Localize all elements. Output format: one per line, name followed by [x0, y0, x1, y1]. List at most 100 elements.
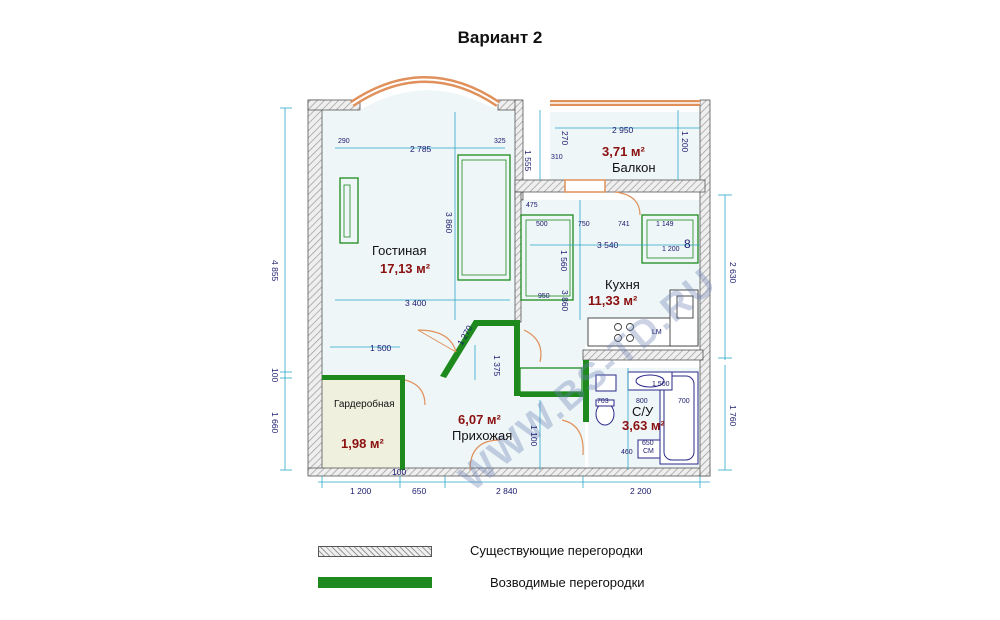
- dim-1149: 1 149: [656, 221, 674, 228]
- door-balcony: [614, 191, 641, 216]
- dim-balcony-width: 2 950: [612, 125, 634, 135]
- dim-bath-703: 703: [597, 398, 609, 405]
- wall-kitchen-left: [514, 191, 522, 323]
- dim-bath-650: 650: [642, 440, 654, 447]
- existing-walls: [307, 99, 711, 477]
- kitchen-counter: [587, 289, 699, 347]
- dim-290: 290: [338, 138, 350, 145]
- hall-floor: [405, 325, 585, 470]
- newwall-wardrobe-top: [322, 375, 405, 380]
- newwall-bath-left: [583, 360, 589, 422]
- dimension-lines: [280, 107, 732, 488]
- dim-750: 750: [578, 221, 590, 228]
- living-floor: [322, 90, 515, 376]
- balcony-name: Балкон: [612, 160, 656, 175]
- dim-bath-1500: 1 500: [652, 381, 670, 388]
- dim-right-2630: 2 630: [728, 262, 738, 284]
- plan-title: Вариант 2: [457, 28, 543, 47]
- sofa-living: [457, 154, 511, 281]
- dim-bottom-1200: 1 200: [350, 486, 372, 496]
- legend-existing-swatch: [318, 546, 432, 557]
- wall-right: [699, 99, 711, 477]
- balcony-window: [550, 100, 700, 193]
- wardrobe-area: 1,98 м²: [341, 436, 385, 451]
- label-cm: CM: [643, 448, 654, 455]
- dim-bath-460: 460: [621, 449, 633, 456]
- newwall-hall-diagonal: [440, 320, 520, 378]
- bath-area: 3,63 м²: [622, 418, 666, 433]
- dim-3540: 3 540: [597, 240, 619, 250]
- wall-bath-top: [582, 349, 704, 361]
- room-labels: Гостиная 17,13 м² Кухня 11,33 м² 3,71 м²…: [334, 144, 666, 451]
- dim-741: 741: [618, 221, 630, 228]
- dim-bottom-2840: 2 840: [496, 486, 518, 496]
- dim-bottom-650: 650: [412, 486, 426, 496]
- tv-unit: [339, 177, 359, 244]
- dim-950: 950: [538, 293, 550, 300]
- living-area: 17,13 м²: [380, 261, 431, 276]
- door-bath: [561, 419, 584, 456]
- legend-existing-label: Существующие перегородки: [470, 543, 643, 558]
- balcony-area: 3,71 м²: [602, 144, 646, 159]
- door-wardrobe: [404, 379, 426, 406]
- dim-living-height: 3 860: [444, 212, 454, 234]
- wall-top-left: [307, 99, 361, 111]
- dim-left-100: 100: [270, 368, 280, 382]
- dim-left-total: 4 855: [270, 260, 280, 282]
- bath-fixtures: [595, 371, 699, 465]
- kitchen-sofa: [520, 214, 574, 301]
- dim-living-top: 2 785: [410, 144, 432, 154]
- hall-name: Прихожая: [452, 428, 512, 443]
- balcony-floor: [550, 112, 700, 180]
- newwall-hall-right: [514, 326, 520, 396]
- dimension-labels: 2 785 3 400 1 500 290 325 3 860 4 855 10…: [270, 125, 738, 496]
- dim-1200k: 1 200: [662, 246, 680, 253]
- dim-kitchen-8: 8: [684, 237, 691, 251]
- bath-name: С/У: [632, 404, 654, 419]
- dim-living-mid: 3 400: [405, 298, 427, 308]
- dim-bottom-2200: 2 200: [630, 486, 652, 496]
- dim-325: 325: [494, 138, 506, 145]
- wardrobe-floor: [322, 378, 400, 470]
- legend-new-label: Возводимые перегородки: [490, 575, 645, 590]
- kitchen-area: 11,33 м²: [588, 293, 638, 308]
- dim-right-1760: 1 760: [728, 405, 738, 427]
- label-lm: LM: [652, 329, 662, 336]
- dim-bath-700: 700: [678, 398, 690, 405]
- dim-1560: 1 560: [559, 250, 569, 272]
- dim-balcony-270: 270: [560, 131, 570, 145]
- door-entrance: [469, 439, 501, 471]
- dim-living-low: 1 500: [370, 343, 392, 353]
- dim-bottom-100: 100: [392, 467, 406, 477]
- door-living: [417, 329, 457, 353]
- newwall-corridor: [520, 392, 588, 397]
- new-walls: [322, 320, 589, 470]
- legend-new-swatch: [318, 577, 432, 588]
- dim-hall-1375: 1 375: [492, 355, 502, 377]
- kitchen-name: Кухня: [605, 277, 640, 292]
- living-name: Гостиная: [372, 243, 427, 258]
- wardrobe-name: Гардеробная: [334, 398, 395, 410]
- hall-area: 6,07 м²: [458, 412, 502, 427]
- dim-475: 475: [526, 202, 538, 209]
- dim-hall-1100: 1 100: [529, 425, 539, 447]
- newwall-wardrobe-right: [400, 375, 405, 470]
- dim-left-1660: 1 660: [270, 412, 280, 434]
- washing-machine: [637, 439, 661, 459]
- hall-bench: [519, 367, 583, 393]
- furniture: [339, 154, 699, 393]
- dim-balcony-310: 310: [551, 154, 563, 161]
- dim-balcony-1555: 1 555: [523, 150, 533, 172]
- dim-500: 500: [536, 221, 548, 228]
- wall-left: [307, 99, 323, 475]
- wall-kitchen-top: [514, 179, 706, 193]
- dim-balcony-1200: 1 200: [680, 131, 690, 153]
- dim-kitchen-3860: 3 860: [560, 290, 570, 312]
- kitchen-table: [641, 214, 699, 264]
- doors: [404, 191, 641, 471]
- dim-bath-800: 800: [636, 398, 648, 405]
- door-kitchen: [523, 329, 542, 363]
- bay-window: [350, 76, 500, 107]
